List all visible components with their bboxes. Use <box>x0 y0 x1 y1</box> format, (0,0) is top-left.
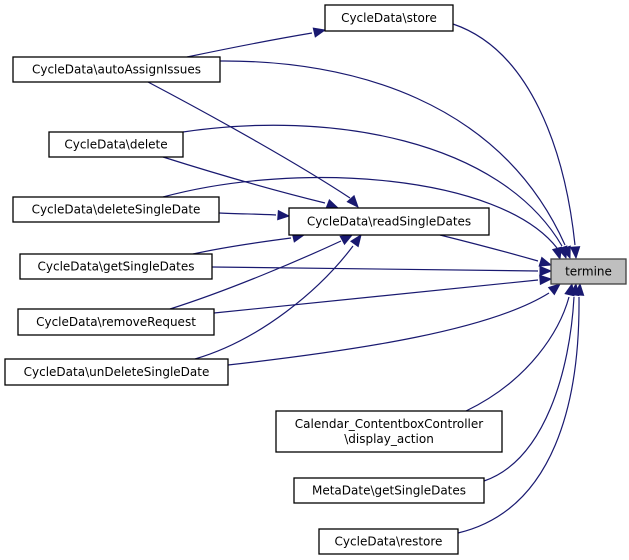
node-label: CycleData\getSingleDates <box>37 260 194 274</box>
edge-line <box>162 156 326 204</box>
node-box[interactable] <box>318 528 459 555</box>
node-label: CycleData\store <box>341 11 437 25</box>
node-autoAssignIssues[interactable]: CycleData\autoAssignIssues <box>12 56 221 83</box>
node-box[interactable] <box>293 477 485 504</box>
arrowhead-icon <box>312 27 327 38</box>
node-metaGetSingleDates[interactable]: MetaDate\getSingleDates <box>293 477 485 504</box>
edge-line <box>169 240 342 310</box>
arrowhead-icon <box>539 265 553 277</box>
edge-removeRequest-to-termine <box>213 274 553 314</box>
node-removeRequest[interactable]: CycleData\removeRequest <box>17 308 215 336</box>
arrowhead-icon <box>573 282 585 296</box>
edge-line <box>465 296 570 412</box>
edge-line <box>219 60 566 246</box>
arrowhead-icon <box>346 194 359 208</box>
node-label: \display_action <box>344 432 434 446</box>
node-readSingleDates[interactable]: CycleData\readSingleDates <box>288 207 490 236</box>
edge-line <box>218 212 277 216</box>
edge-restore-to-termine <box>457 282 585 534</box>
node-box[interactable] <box>12 56 221 83</box>
node-box[interactable] <box>288 207 490 236</box>
node-label: CycleData\removeRequest <box>36 315 196 329</box>
edge-store-to-termine <box>452 23 581 260</box>
arrowhead-icon <box>325 198 340 209</box>
edge-line <box>194 245 354 360</box>
node-unDeleteSingleDate[interactable]: CycleData\unDeleteSingleDate <box>4 358 229 386</box>
edge-autoAssignIssues-to-store <box>186 27 327 58</box>
edge-unDeleteSingleDate-to-readSingleDates <box>194 233 362 360</box>
node-store[interactable]: CycleData\store <box>324 4 454 32</box>
node-label: termine <box>565 265 612 279</box>
arrowhead-icon <box>339 234 354 246</box>
node-getSingleDates[interactable]: CycleData\getSingleDates <box>19 253 213 280</box>
edge-line <box>186 32 313 58</box>
edge-line <box>483 296 575 482</box>
edge-line <box>439 234 539 262</box>
node-label: CycleData\restore <box>335 535 443 549</box>
node-box[interactable] <box>4 358 229 386</box>
arrowhead-icon <box>551 246 563 261</box>
node-box[interactable] <box>48 131 184 158</box>
focus-node-box[interactable] <box>550 258 627 285</box>
node-label: Calendar_ContentboxController <box>295 417 483 431</box>
node-box[interactable] <box>19 253 213 280</box>
node-box[interactable] <box>12 196 220 223</box>
node-box[interactable] <box>275 410 503 453</box>
edge-getSingleDates-to-readSingleDates <box>192 232 306 255</box>
edge-deleteSingleDate-to-readSingleDates <box>218 209 291 221</box>
edge-readSingleDates-to-termine <box>439 234 553 267</box>
arrowhead-icon <box>277 209 291 221</box>
node-deleteSingleDate[interactable]: CycleData\deleteSingleDate <box>12 196 220 223</box>
node-displayAction[interactable]: Calendar_ContentboxController\display_ac… <box>275 410 503 453</box>
node-termine[interactable]: termine <box>550 258 627 285</box>
arrowhead-icon <box>547 283 562 296</box>
edge-line <box>457 296 580 534</box>
edge-line <box>147 81 351 199</box>
nodes-layer: termine CycleData\storeCycleData\autoAssi… <box>4 4 627 555</box>
node-label: CycleData\readSingleDates <box>307 215 471 229</box>
edge-removeRequest-to-readSingleDates <box>169 234 354 310</box>
edge-getSingleDates-to-termine <box>211 265 553 277</box>
node-box[interactable] <box>324 4 454 32</box>
edge-autoAssignIssues-to-readSingleDates <box>147 81 359 208</box>
node-label: CycleData\autoAssignIssues <box>32 63 201 77</box>
edge-deleteSingleDate-to-termine <box>162 176 563 261</box>
edges-layer <box>147 23 585 534</box>
node-box[interactable] <box>17 308 215 336</box>
edge-line <box>452 23 576 246</box>
arrowhead-icon <box>349 233 362 248</box>
edge-line <box>227 292 550 366</box>
arrowhead-icon <box>539 274 553 286</box>
edge-delete-to-termine <box>182 124 568 260</box>
node-label: CycleData\deleteSingleDate <box>32 203 201 217</box>
node-delete[interactable]: CycleData\delete <box>48 131 184 158</box>
edge-displayAction-to-termine <box>465 282 575 412</box>
edge-line <box>182 124 563 247</box>
node-restore[interactable]: CycleData\restore <box>318 528 459 555</box>
edge-line <box>213 279 539 314</box>
node-label: CycleData\unDeleteSingleDate <box>24 365 210 379</box>
node-label: CycleData\delete <box>64 138 167 152</box>
arrowhead-icon <box>538 256 553 267</box>
edge-line <box>192 237 292 255</box>
edge-unDeleteSingleDate-to-termine <box>227 283 562 366</box>
arrowhead-icon <box>569 246 581 260</box>
edge-line <box>211 266 539 272</box>
node-label: MetaDate\getSingleDates <box>312 484 466 498</box>
edge-line <box>162 176 558 249</box>
